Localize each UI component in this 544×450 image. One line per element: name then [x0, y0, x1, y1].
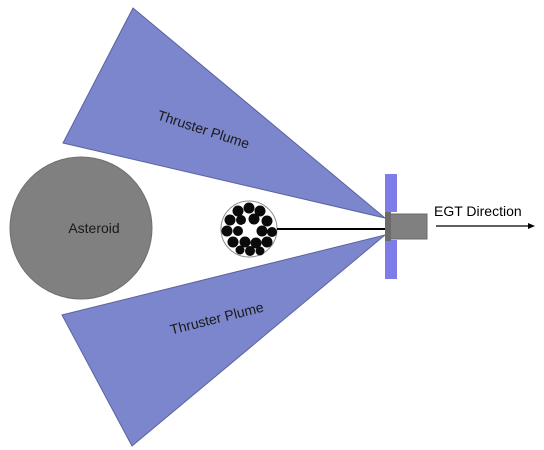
- solar-panel-top: [385, 174, 397, 212]
- spacecraft-body: [388, 213, 428, 240]
- boulder-cluster: [220, 200, 278, 258]
- egt-direction-label: EGT Direction: [434, 203, 522, 219]
- asteroid-label: Asteroid: [68, 220, 119, 236]
- asteroid: [9, 156, 153, 300]
- solar-panel-bottom: [385, 240, 397, 279]
- thruster-plume-top: [62, 7, 386, 219]
- thruster-plume-bottom: [61, 234, 386, 447]
- spacecraft-mount: [385, 212, 391, 241]
- egt-direction-arrow: [436, 223, 535, 229]
- spacecraft: [385, 174, 428, 279]
